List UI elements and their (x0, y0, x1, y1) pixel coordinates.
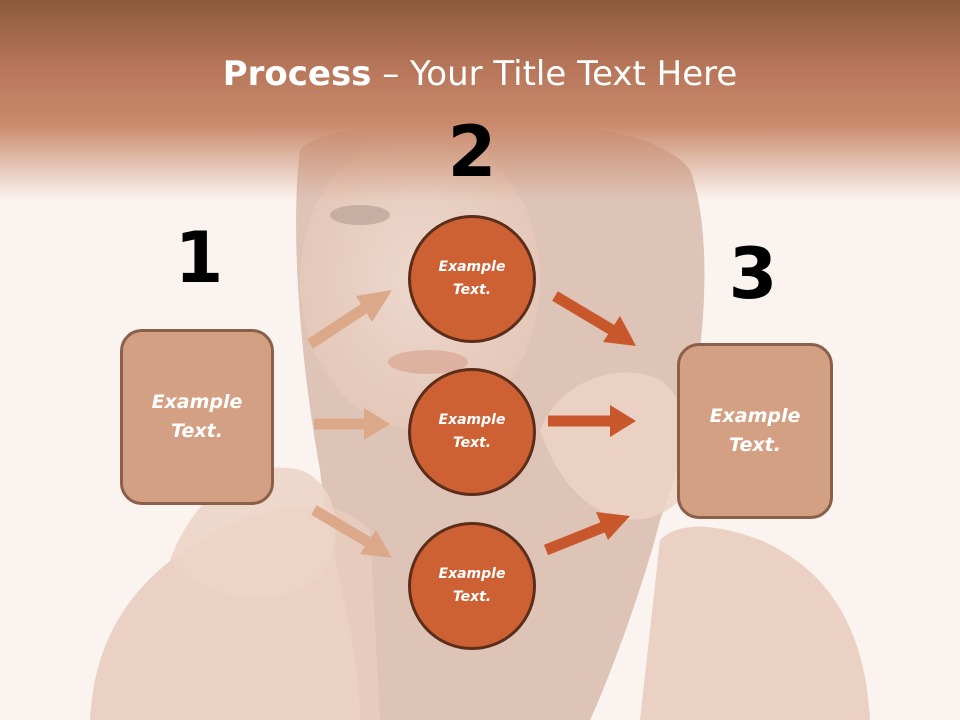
right-box-text: Example Text. (709, 405, 801, 456)
right-process-box: Example Text. (677, 343, 833, 519)
circle-middle: Example Text. (408, 368, 536, 496)
step-number-1: 1 (174, 217, 224, 299)
slide-title: Process – Your Title Text Here (0, 52, 960, 96)
circle-top-text: Example Text. (438, 259, 506, 298)
step-number-2: 2 (447, 111, 497, 193)
left-process-box: Example Text. (120, 329, 274, 505)
title-bold: Process (222, 54, 372, 94)
title-rest: – Your Title Text Here (371, 54, 738, 94)
circle-bottom-text: Example Text. (438, 566, 506, 605)
circle-bottom: Example Text. (408, 522, 536, 650)
step-number-3: 3 (728, 233, 778, 315)
header-band (0, 0, 960, 200)
circle-middle-text: Example Text. (438, 412, 506, 451)
circle-top: Example Text. (408, 215, 536, 343)
left-box-text: Example Text. (151, 391, 243, 442)
